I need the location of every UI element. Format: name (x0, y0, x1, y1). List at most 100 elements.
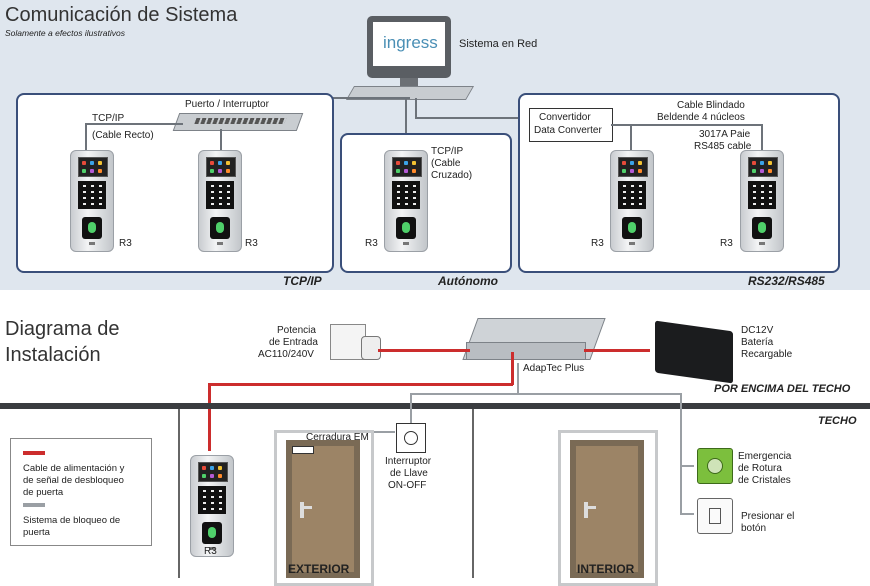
door-exterior (286, 440, 360, 578)
illustrative-note: Solamente a efectos ilustrativos (5, 28, 126, 38)
legend-box: Cable de alimentación y de señal de desb… (10, 438, 152, 546)
reader-keypad (198, 486, 226, 514)
ingress-logo: ingress (383, 33, 438, 52)
monitor-screen: ingress (373, 22, 445, 66)
reader-keypad (748, 181, 776, 209)
legend-power-line3: de puerta (23, 487, 64, 498)
fingerprint-sensor (210, 217, 230, 239)
standalone-cable-line3: Cruzado) (431, 170, 473, 181)
link-converter-reader1 (630, 124, 632, 150)
section-title-install-line1: Diagrama de (5, 318, 120, 340)
paie-cable-line1: 3017A Paie (699, 129, 751, 140)
network-system-label: Sistema en Red (459, 38, 538, 50)
legend-lock-line2: puerta (23, 527, 50, 538)
power-line-reader-drop (208, 383, 211, 451)
reader-keypad (78, 181, 106, 209)
fingerprint-sensor (752, 217, 772, 239)
switch-label: Puerto / Interruptor (185, 99, 269, 110)
monitor-stand (400, 78, 418, 86)
reader-device (70, 150, 114, 252)
fingerprint-sensor (202, 522, 222, 544)
converter-line1: Convertidor (539, 112, 591, 123)
network-switch (172, 113, 304, 131)
reader-label: R3 (365, 238, 378, 249)
shielded-cable-line1: Cable Blindado (677, 100, 745, 111)
shielded-cable-line2: Beldende 4 núcleos (657, 112, 745, 123)
data-converter: Convertidor Data Converter (529, 108, 613, 142)
lock-line-glassbreak (680, 465, 694, 467)
reader-screen (748, 157, 778, 177)
legend-swatch-power (23, 451, 45, 455)
tcpip-cable-line1: TCP/IP (92, 113, 125, 124)
lock-line-interior (680, 393, 682, 515)
legend-swatch-lock (23, 503, 45, 507)
reader-led (403, 242, 409, 245)
glass-break-line2: de Rotura (738, 463, 782, 474)
reader-device (190, 455, 234, 557)
reader-screen (198, 462, 228, 482)
reader-screen (392, 157, 422, 177)
monitor: ingress (367, 16, 451, 78)
battery (655, 320, 733, 384)
link-switch-reader1-drop (85, 123, 87, 150)
legend-lock-line1: Sistema de bloqueo de (23, 515, 121, 526)
key-switch (396, 423, 426, 453)
exit-push-button (697, 498, 733, 534)
key-switch-line2: de Llave (390, 468, 428, 479)
key-switch-line1: Interruptor (385, 456, 432, 467)
lock-line-keyswitch (410, 393, 412, 423)
door-interior (570, 440, 644, 578)
reader-keypad (206, 181, 234, 209)
push-button-face (709, 508, 721, 524)
reader-led (629, 242, 635, 245)
glass-break-line3: de Cristales (738, 475, 791, 486)
reader-device (740, 150, 784, 252)
reader-screen (618, 157, 648, 177)
reader-label: R3 (720, 238, 733, 249)
reader-keypad (392, 181, 420, 209)
group-standalone-caption: Autónomo (438, 274, 498, 288)
key-switch-dial (404, 431, 418, 445)
link-converter-reader2 (761, 124, 763, 150)
power-line-psu-drop (511, 352, 514, 385)
reader-device (384, 150, 428, 252)
wall-divider (472, 409, 474, 578)
link-converter-readers (611, 124, 763, 126)
battery-line1: DC12V (741, 325, 774, 336)
switch-ports (194, 118, 287, 124)
lock-line-psu (517, 363, 519, 395)
link-pc-rs (415, 98, 417, 118)
standalone-cable-line1: TCP/IP (431, 146, 464, 157)
fingerprint-sensor (82, 217, 102, 239)
glass-break-window (707, 458, 723, 474)
glass-break-unit (697, 448, 733, 484)
legend-power-line2: de señal de desbloqueo (23, 475, 124, 486)
wall-left (178, 409, 180, 578)
battery-line2: Batería (741, 337, 774, 348)
em-lock-label: Cerradura EM (306, 432, 369, 443)
standalone-cable-line2: (Cable (431, 158, 461, 169)
power-input-line2: de Entrada (269, 337, 318, 348)
fingerprint-sensor (622, 217, 642, 239)
reader-keypad (618, 181, 646, 209)
link-pc-standalone (405, 98, 407, 150)
group-tcpip-caption: TCP/IP (283, 274, 322, 288)
exterior-label: EXTERIOR (288, 562, 350, 576)
tcpip-cable-line2: (Cable Recto) (92, 130, 154, 141)
link-switch-reader2 (220, 129, 222, 150)
battery-line3: Recargable (741, 349, 793, 360)
reader-led (759, 242, 765, 245)
paie-cable-line2: RS485 cable (694, 141, 752, 152)
reader-label: R3 (245, 238, 258, 249)
ceiling-line (0, 403, 870, 409)
reader-label: R3 (119, 238, 132, 249)
power-line-psu-reader (208, 383, 513, 386)
power-line-socket-psu (378, 349, 470, 352)
power-input-line1: Potencia (277, 325, 316, 336)
link-pc-converter (415, 117, 535, 119)
group-rs-caption: RS232/RS485 (748, 274, 825, 288)
reader-label: R3 (204, 546, 217, 557)
section-title-install-line2: Instalación (5, 344, 101, 366)
converter-line2: Data Converter (534, 125, 602, 136)
reader-screen (78, 157, 108, 177)
